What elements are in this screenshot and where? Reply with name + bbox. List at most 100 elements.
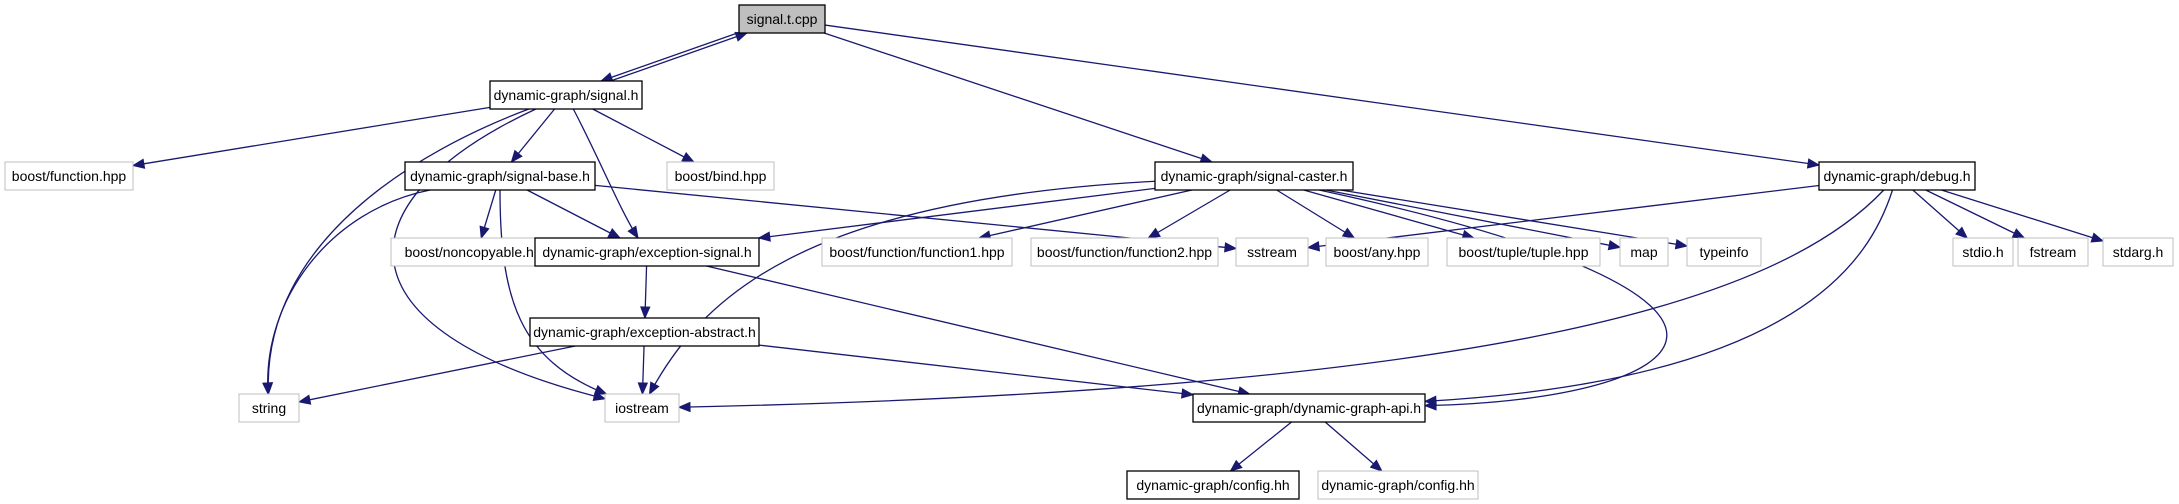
- edge-signal-base-h-to-exception-signal-h-line: [526, 189, 621, 239]
- node-boost-function[interactable]: boost/function.hpp: [4, 161, 134, 191]
- edge-exception-abstract-h-to-api-h: [758, 344, 1195, 399]
- edge-exception-abstract-h-to-iostream-arrowhead: [637, 382, 649, 396]
- node-config-local[interactable]: dynamic-graph/config.hh: [1126, 470, 1300, 500]
- edge-debug-h-to-api-h: [1423, 189, 1894, 406]
- edge-signal-caster-h-to-boost-tuple-line: [1303, 189, 1475, 239]
- edge-signal-base-h-to-sstream-arrowhead: [1224, 242, 1238, 253]
- node-sstream-box: [1235, 237, 1309, 267]
- node-typeinfo[interactable]: typeinfo: [1686, 237, 1762, 267]
- edge-signal-h-to-signal-base-h-arrowhead: [510, 149, 523, 164]
- node-signal-h-box: [489, 80, 643, 110]
- edge-debug-h-to-api-h-arrowhead: [1423, 395, 1437, 406]
- edge-exception-abstract-h-to-string: [297, 345, 576, 405]
- node-stdio[interactable]: stdio.h: [1952, 237, 2014, 267]
- node-signal-h[interactable]: dynamic-graph/signal.h: [489, 80, 643, 110]
- node-stdarg[interactable]: stdarg.h: [2102, 237, 2174, 267]
- edge-exception-signal-h-to-api-h: [706, 265, 1251, 397]
- node-map-label: map: [1630, 244, 1657, 260]
- node-fstream-box: [2017, 237, 2089, 267]
- node-debug-h-box: [1818, 161, 1976, 191]
- edge-signal-caster-h-to-iostream: [648, 180, 1156, 396]
- node-config-local-box: [1126, 470, 1300, 500]
- node-boost-function-label: boost/function.hpp: [12, 168, 127, 184]
- node-string[interactable]: string: [238, 393, 300, 423]
- edge-signal-caster-h-to-typeinfo-line: [1340, 189, 1688, 247]
- node-sstream-label: sstream: [1247, 244, 1297, 260]
- node-boost-noncopyable-label: boost/noncopyable.hpp: [405, 244, 550, 260]
- node-signal-t-cpp-box: [738, 4, 826, 34]
- node-typeinfo-label: typeinfo: [1699, 244, 1748, 260]
- node-boost-bind-box: [666, 161, 775, 191]
- node-fstream-label: fstream: [2030, 244, 2077, 260]
- edge-signal-caster-h-to-api-h-line: [1318, 189, 1668, 407]
- edge-signal-caster-h-to-iostream-arrowhead: [648, 381, 660, 396]
- edge-signal-t-cpp-to-signal-h: [599, 32, 738, 83]
- node-signal-base-h[interactable]: dynamic-graph/signal-base.h: [404, 161, 596, 191]
- edge-signal-h-to-exception-signal-h-arrowhead: [627, 225, 639, 240]
- edge-signal-caster-h-to-boost-tuple: [1303, 189, 1476, 240]
- edge-signal-caster-h-to-boost-any-arrowhead: [1341, 227, 1356, 239]
- node-sstream[interactable]: sstream: [1235, 237, 1309, 267]
- edge-signal-base-h-to-boost-noncopyable-arrowhead: [479, 225, 490, 240]
- node-iostream[interactable]: iostream: [604, 393, 680, 423]
- edge-debug-h-to-iostream-arrowhead: [677, 401, 691, 413]
- node-signal-caster-h[interactable]: dynamic-graph/signal-caster.h: [1154, 161, 1354, 191]
- node-api-h-label: dynamic-graph/dynamic-graph-api.h: [1197, 400, 1421, 416]
- edge-signal-t-cpp-to-debug-h: [824, 24, 1821, 169]
- edge-exception-abstract-h-to-iostream: [637, 345, 649, 396]
- edge-signal-h-to-boost-function-arrowhead: [131, 158, 146, 169]
- node-boost-any[interactable]: boost/any.hpp: [1325, 237, 1429, 267]
- node-signal-t-cpp[interactable]: signal.t.cpp: [738, 4, 826, 34]
- node-string-label: string: [252, 400, 286, 416]
- node-stdio-label: stdio.h: [1962, 244, 2003, 260]
- node-boost-function-box: [4, 161, 134, 191]
- node-fstream[interactable]: fstream: [2017, 237, 2089, 267]
- node-debug-h[interactable]: dynamic-graph/debug.h: [1818, 161, 1976, 191]
- edge-debug-h-to-stdarg-line: [1941, 189, 2104, 242]
- node-boost-any-box: [1325, 237, 1429, 267]
- node-api-h-box: [1192, 393, 1426, 423]
- node-boost-bind-label: boost/bind.hpp: [675, 168, 767, 184]
- edge-signal-h-to-signal-t-cpp-arrowhead: [734, 31, 749, 42]
- node-exception-abstract-h[interactable]: dynamic-graph/exception-abstract.h: [529, 317, 760, 347]
- edge-signal-h-to-signal-t-cpp-line: [610, 32, 748, 82]
- edge-debug-h-to-iostream: [677, 189, 1885, 413]
- edge-signal-base-h-to-boost-noncopyable: [479, 189, 497, 240]
- node-signal-t-cpp-label: signal.t.cpp: [747, 11, 818, 27]
- edge-signal-h-to-signal-base-h: [510, 108, 556, 164]
- edge-debug-h-to-fstream-line: [1925, 189, 2025, 239]
- edge-debug-h-to-stdio: [1912, 189, 1969, 239]
- node-boost-bind[interactable]: boost/bind.hpp: [666, 161, 775, 191]
- node-exception-abstract-h-box: [529, 317, 760, 347]
- edge-signal-t-cpp-to-signal-h-line: [600, 32, 738, 82]
- node-exception-abstract-h-label: dynamic-graph/exception-abstract.h: [533, 324, 756, 340]
- node-config-ext[interactable]: dynamic-graph/config.hh: [1317, 470, 1479, 500]
- edge-signal-caster-h-to-exception-signal-h: [757, 187, 1156, 242]
- nodes-layer: signal.t.cpp dynamic-graph/signal.h boost/…: [4, 4, 2174, 500]
- node-stdarg-box: [2102, 237, 2174, 267]
- edge-signal-h-to-exception-signal-h-line: [572, 108, 639, 239]
- node-function2[interactable]: boost/function/function2.hpp: [1030, 237, 1219, 267]
- edge-exception-abstract-h-to-api-h-line: [758, 344, 1194, 396]
- edge-signal-base-h-to-string-arrowhead: [262, 382, 273, 396]
- node-stdarg-label: stdarg.h: [2113, 244, 2164, 260]
- node-boost-tuple-box: [1446, 237, 1601, 267]
- edge-debug-h-to-stdarg: [1941, 189, 2105, 243]
- edge-signal-caster-h-to-boost-any-line: [1276, 189, 1355, 239]
- node-map[interactable]: map: [1619, 237, 1669, 267]
- edge-signal-caster-h-to-iostream-line: [648, 180, 1156, 395]
- edge-api-h-to-config-ext: [1324, 421, 1383, 472]
- edge-signal-base-h-to-string: [262, 189, 431, 396]
- node-function1-label: boost/function/function1.hpp: [829, 244, 1004, 260]
- node-config-ext-label: dynamic-graph/config.hh: [1321, 477, 1474, 493]
- node-function1[interactable]: boost/function/function1.hpp: [821, 237, 1013, 267]
- node-signal-base-h-label: dynamic-graph/signal-base.h: [410, 168, 590, 184]
- node-api-h[interactable]: dynamic-graph/dynamic-graph-api.h: [1192, 393, 1426, 423]
- edge-exception-signal-h-to-exception-abstract-h-arrowhead: [640, 306, 651, 320]
- edge-signal-caster-h-to-map-arrowhead: [1607, 239, 1622, 251]
- edge-debug-h-to-sstream-line: [1307, 184, 1820, 249]
- edge-signal-base-h-to-string-line: [267, 189, 431, 395]
- node-boost-tuple[interactable]: boost/tuple/tuple.hpp: [1446, 237, 1601, 267]
- edge-debug-h-to-stdarg-arrowhead: [2090, 232, 2105, 243]
- node-exception-signal-h[interactable]: dynamic-graph/exception-signal.h: [534, 237, 760, 267]
